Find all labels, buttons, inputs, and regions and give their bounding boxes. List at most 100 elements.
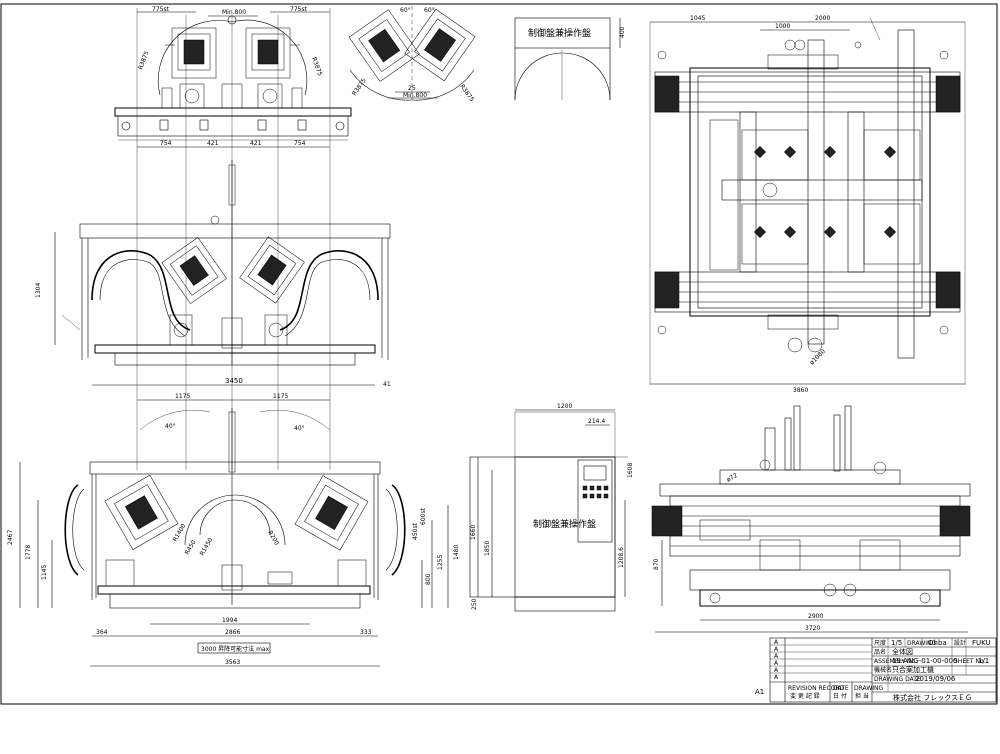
dim-1175-left: 1175 — [175, 393, 190, 400]
side-view-bottom-right: ø72 870 2900 3720 — [651, 405, 971, 633]
dim-r3875-tm-left: R3875 — [351, 77, 368, 97]
front-elevation-view: 3450 41 1175 1175 40° 40° — [7, 377, 460, 667]
dim-600st: 600st — [420, 507, 427, 525]
dim-3000-note: 3000 昇降可能寸法 max — [201, 645, 270, 653]
rev-record-jp: 変 更 記 録 — [790, 692, 820, 700]
control-panel-front-view: 1200 214.4 制御盤兼操作盤 1608 1660 1850 1208.6… — [469, 403, 634, 612]
sheet-no-value: 1/1 — [978, 657, 989, 665]
dim-1304: 1304 — [35, 283, 42, 298]
dim-450st: 450st — [412, 522, 419, 540]
dim-phi-br: ø72 — [726, 472, 739, 484]
dim-cp-1608: 1608 — [627, 463, 634, 478]
checked-by: FUKU — [972, 639, 991, 647]
dim-800: 800 — [425, 573, 432, 585]
dim-r3875-left: R3875 — [137, 50, 150, 71]
control-panel-top-view: 制御盤兼操作盤 400 — [514, 17, 626, 101]
dim-2900: 2900 — [808, 613, 823, 620]
dim-angle-40-right: 40° — [294, 425, 305, 432]
rev-mark-1: A — [774, 639, 779, 646]
dim-r3875-right: R3875 — [310, 56, 323, 77]
assembly-label: ASSEMBLY No. — [874, 658, 917, 665]
dim-cp-1660: 1660 — [470, 525, 477, 540]
dim-min800: Min.800 — [222, 9, 246, 16]
rev-mark-2: A — [774, 646, 779, 653]
dim-cp-250: 250 — [471, 598, 478, 610]
control-panel-label-front: 制御盤兼操作盤 — [533, 518, 596, 530]
dim-1045: 1045 — [690, 15, 705, 22]
dim-cp-214: 214.4 — [588, 418, 605, 425]
top-left-view: 775st Min.800 775st R3875 R3875 — [114, 6, 352, 141]
dim-60-left: 60° — [400, 7, 411, 14]
dim-1000: 1000 — [775, 23, 790, 30]
dim-775-left: 775st — [152, 6, 170, 13]
rev-record-label: REVISION RECORD — [788, 685, 845, 692]
dim-r1450: R1450 — [199, 537, 215, 557]
dim-3860: 3860 — [793, 387, 808, 394]
dim-421-right: 421 — [250, 140, 262, 147]
drawn-by: Ohba — [928, 639, 947, 647]
dim-1175-right: 1175 — [273, 393, 288, 400]
dim-41: 41 — [383, 381, 391, 388]
dim-cp-1200: 1200 — [557, 403, 572, 410]
machine-value: 只合案加工機 — [892, 665, 934, 674]
dim-60-right: 60° — [424, 7, 435, 14]
dim-1255: 1255 — [437, 555, 444, 570]
rev-drawn-jp: 担 当 — [855, 692, 869, 700]
dim-r200: R200 — [266, 530, 280, 547]
rev-date-label: DATE — [833, 685, 849, 692]
rev-drawn-label: DRAWING — [854, 685, 884, 692]
dim-r450: R450 — [184, 539, 198, 556]
rev-mark-5: A — [774, 667, 779, 674]
dim-cp-1850: 1850 — [484, 541, 491, 556]
sheet-no-label: SHEET No. — [954, 658, 986, 665]
assembly-value: 19-ANG-01-00-000 — [892, 657, 957, 665]
dim-25: 25 — [408, 85, 416, 92]
dim-min800-tm: Min.800 — [403, 92, 427, 99]
top-middle-view: 60° 60° R3875 R3875 25 Min.800 — [348, 6, 476, 103]
dim-1994: 1994 — [222, 617, 237, 624]
rev-date-jp: 日 付 — [833, 692, 847, 700]
rev-mark-6: A — [774, 674, 779, 681]
name-value: 全体図 — [892, 647, 913, 656]
drawn-label: DRAWING — [907, 640, 937, 647]
title-block: A1 A A A A A A REVISION RECORD 変 更 記 録 D… — [755, 637, 997, 703]
scale-label: 尺度 — [874, 639, 886, 647]
dim-421-left: 421 — [207, 140, 219, 147]
sheet-border — [0, 3, 998, 705]
dim-3563: 3563 — [225, 659, 240, 666]
dim-754-left: 754 — [160, 140, 172, 147]
dim-2866: 2866 — [225, 629, 240, 636]
rev-mark-3: A — [774, 653, 779, 660]
dim-870: 870 — [653, 558, 660, 570]
dim-775-right: 775st — [290, 6, 308, 13]
dim-angle-40-left: 40° — [165, 423, 176, 430]
note-box — [197, 642, 271, 654]
middle-left-view: 754 421 421 754 — [35, 140, 391, 366]
checked-label: 設計 — [954, 639, 966, 647]
dim-3720: 3720 — [805, 625, 820, 632]
scale-value: 1/5 — [891, 639, 902, 647]
date-value: 2019/09/06 — [915, 675, 956, 683]
name-label: 品名 — [874, 648, 886, 656]
dim-754-right: 754 — [294, 140, 306, 147]
rev-mark-4: A — [774, 660, 779, 667]
sheet-size-label: A1 — [755, 688, 764, 696]
date-label: DRAWING DATE — [874, 676, 921, 683]
control-panel-label-top: 制御盤兼操作盤 — [528, 27, 591, 39]
dim-1778: 1778 — [25, 545, 32, 560]
dim-1145: 1145 — [41, 565, 48, 580]
machine-label: 機械名 — [874, 666, 892, 674]
dim-2000: 2000 — [815, 15, 830, 22]
dim-r3875-tm-right: R3875 — [458, 83, 475, 103]
dim-333: 333 — [360, 629, 372, 636]
plan-view-top-right: 1045 2000 1000 — [649, 15, 966, 394]
dim-cp-400: 400 — [619, 26, 626, 38]
company-name: 株式会社 フレックスＥＧ — [893, 693, 972, 702]
dim-2467: 2467 — [7, 530, 14, 545]
dim-cp-1208: 1208.6 — [618, 547, 625, 568]
dim-1480: 1480 — [453, 545, 460, 560]
dim-3450: 3450 — [225, 377, 243, 385]
dim-364: 364 — [96, 629, 108, 636]
